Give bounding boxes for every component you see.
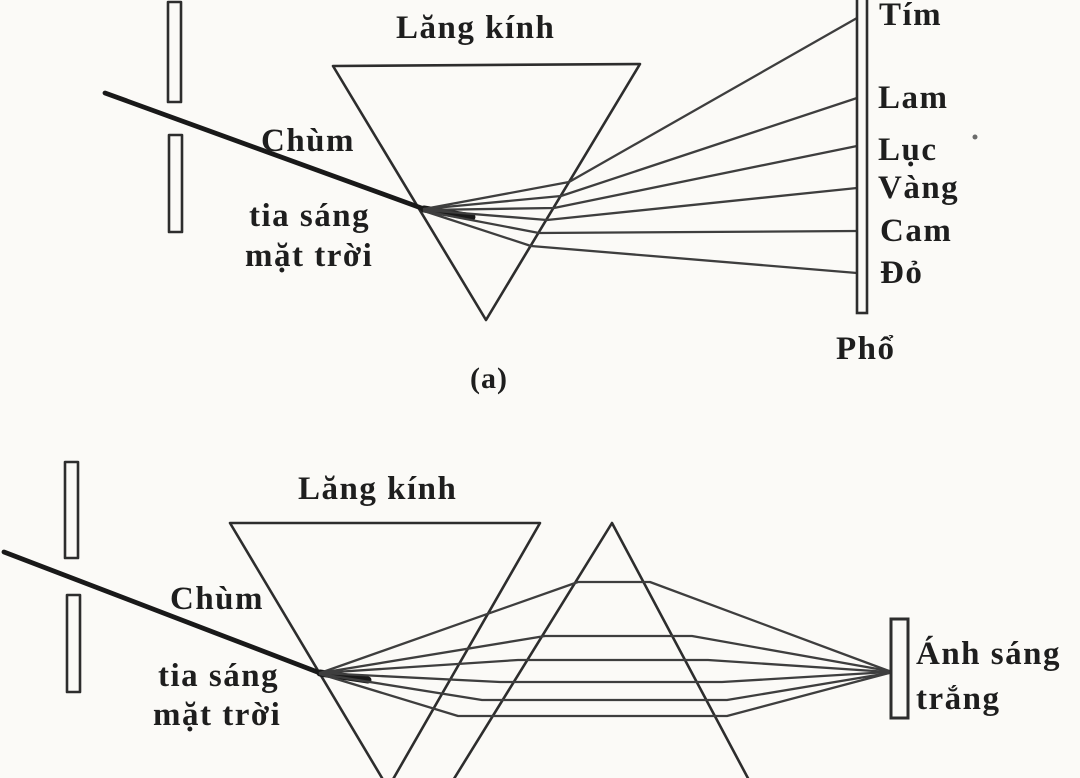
label-violet: Tím [879,0,942,33]
diagram-a: Lăng kính Chùm tia sáng mặt trời Tím Lam… [102,0,978,395]
white-light-label-1: Ánh sáng [916,635,1061,672]
ray-blue [422,96,859,211]
ray-b-orange [318,671,891,702]
prism-2-outline [452,521,750,778]
prism-b-label: Lăng kính [298,471,457,507]
slit-barrier-top [166,0,183,104]
slit-barrier-top-b [63,460,80,560]
ray-b-yellow [318,670,891,684]
ray-b-green [318,658,891,675]
caption-a: (a) [470,362,508,395]
sunlight-beam [102,90,427,212]
white-light-label-2: trắng [916,681,1001,717]
diagram-b: Lăng kính Chùm tia sáng mặt trời Ánh sán… [1,460,1061,778]
beam-b-label-3: mặt trời [153,697,281,733]
beam-a-label-2: tia sáng [249,198,370,234]
slit-barrier-bottom-b [65,593,82,694]
ray-red [422,209,859,275]
diagram-b-rays [318,580,891,718]
label-red: Đỏ [880,255,923,291]
diagram-a-rays [422,16,859,275]
diagram-b-labels: Lăng kính Chùm tia sáng mặt trời Ánh sán… [153,471,1061,733]
prism-a-label: Lăng kính [396,10,555,46]
screen-a-label: Phổ [836,331,896,367]
ray-b-violet [318,580,891,675]
beam-a-label-3: mặt trời [245,238,373,274]
beam-a-label-1: Chùm [261,123,355,159]
spectrum-screen [855,0,869,315]
slit-barrier-bottom [167,133,184,234]
label-green: Lục [878,132,938,168]
ray-green [422,144,859,212]
beam-b-label-1: Chùm [170,581,264,617]
ray-yellow [422,186,859,222]
ray-b-blue [318,634,891,675]
white-light-screen [889,617,910,720]
scan-speck [972,134,978,140]
label-yellow: Vàng [878,170,959,206]
prism-1-outline [228,521,542,778]
prism-outline [331,62,642,322]
diagram-b-outlines [63,460,750,778]
beam-b-label-2: tia sáng [158,658,279,694]
ray-orange [422,209,859,235]
diagram-a-labels: Lăng kính Chùm tia sáng mặt trời Tím Lam… [245,0,959,395]
label-orange: Cam [880,213,952,249]
diagram-a-outlines [166,0,642,322]
sunlight-beam-b [1,549,323,676]
ray-b-red [318,671,891,718]
label-blue: Lam [878,80,949,116]
ray-violet [422,16,859,211]
